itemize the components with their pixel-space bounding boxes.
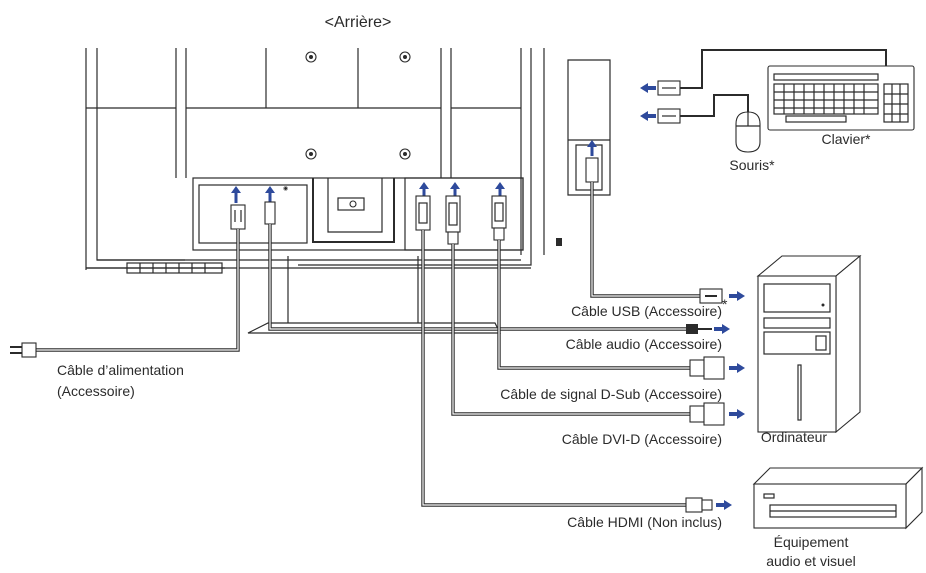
dsub-cable-label: Câble de signal D-Sub (Accessoire)	[500, 386, 722, 402]
monitor-back	[85, 48, 611, 334]
av-equipment-label: Équipement	[774, 534, 849, 550]
dsub-cable	[491, 195, 745, 380]
computer-icon	[756, 254, 862, 434]
usb-note: *	[722, 296, 728, 312]
computer-label: Ordinateur	[761, 429, 827, 445]
audio-cable-label: Câble audio (Accessoire)	[566, 336, 722, 352]
control-buttons	[126, 262, 223, 274]
keyboard-icon	[767, 65, 915, 131]
hdmi-cable	[415, 195, 732, 513]
usb-cable	[585, 157, 745, 304]
port-arrows: ◉	[231, 140, 597, 203]
hdmi-cable-label: Câble HDMI (Non inclus)	[567, 514, 722, 530]
power-cable	[10, 204, 246, 358]
usb-peripheral-cables	[640, 49, 887, 124]
kensington-slot	[556, 238, 562, 246]
dvi-cable-label: Câble DVI-D (Accessoire)	[562, 431, 722, 447]
audio-cable	[264, 201, 730, 334]
dvi-cable	[445, 195, 745, 426]
svg-text:◉: ◉	[283, 186, 288, 192]
power-cable-label: Câble d’alimentation	[57, 362, 184, 378]
av-equipment-label-2: audio et visuel	[766, 553, 856, 569]
usb-cable-label: Câble USB (Accessoire)	[571, 303, 722, 319]
av-equipment-icon	[752, 466, 924, 530]
mouse-icon	[735, 111, 761, 153]
power-cable-label-2: (Accessoire)	[57, 383, 135, 399]
mouse-label: Souris*	[729, 157, 775, 173]
keyboard-label: Clavier*	[821, 131, 871, 147]
diagram-title: <Arrière>	[325, 14, 392, 31]
